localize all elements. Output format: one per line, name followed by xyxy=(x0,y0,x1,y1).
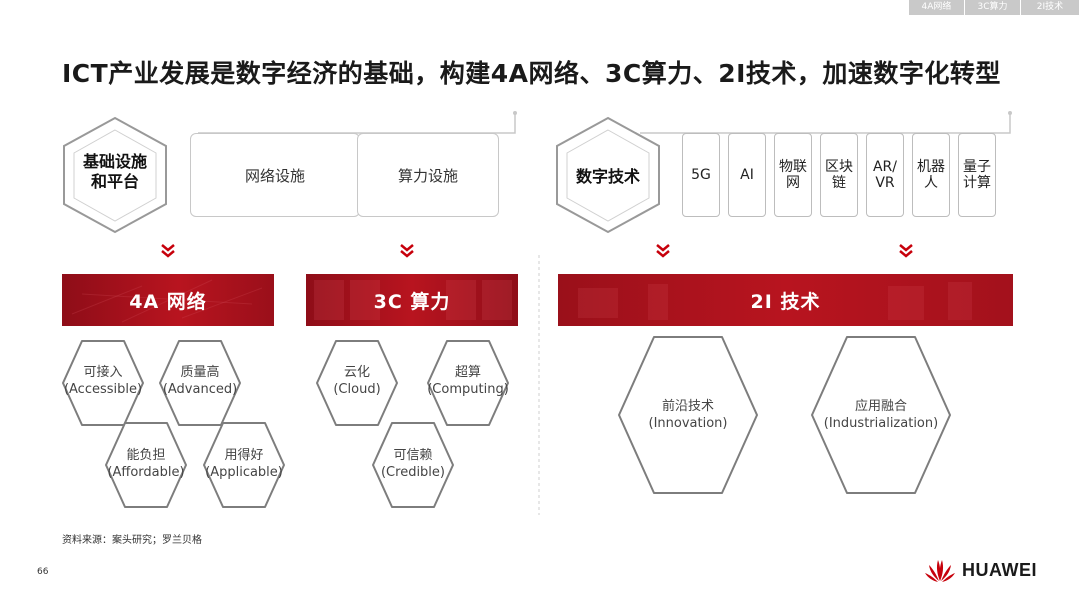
section-tabs: 4A网络 3C算力 2I技术 xyxy=(908,0,1079,16)
tech-box-line2: 人 xyxy=(924,175,938,191)
hex-industrialization xyxy=(811,336,951,494)
tech-box-line1: 机器 xyxy=(917,159,945,175)
tech-box-robot: 机器人 xyxy=(912,133,950,217)
compute-facility-label: 算力设施 xyxy=(397,166,458,185)
hex-en: (Credible) xyxy=(380,465,445,480)
band-label: 3C 算力 xyxy=(373,290,451,313)
hex-innovation xyxy=(618,336,758,494)
hex-computing xyxy=(427,340,509,426)
badge-line-1: 基础设施 xyxy=(82,152,147,171)
brand-name: HUAWEI xyxy=(962,559,1037,580)
chevron-down-icon xyxy=(400,244,414,258)
chevron-down-icon xyxy=(656,244,670,258)
hex-credible xyxy=(372,422,454,508)
hex-accessible-label: 可接入 (Accessible) xyxy=(60,364,146,398)
hex-affordable-label: 能负担 (Affordable) xyxy=(103,447,189,481)
hex-innovation-label: 前沿技术 (Innovation) xyxy=(616,398,760,432)
hex-affordable xyxy=(105,422,187,508)
hex-en: (Industrialization) xyxy=(823,416,939,431)
digital-tech-badge-label: 数字技术 xyxy=(575,167,640,186)
hex-cn: 可接入 xyxy=(83,365,123,380)
chevron-down-icon xyxy=(161,244,175,258)
hex-applicable xyxy=(203,422,285,508)
tech-box-line1: AR/ xyxy=(872,159,898,175)
tech-box-line1: 量子 xyxy=(963,159,991,175)
tech-box-5g: 5G xyxy=(682,133,720,217)
hex-advanced-label: 质量高 (Advanced) xyxy=(157,364,243,398)
hex-cn: 超算 xyxy=(454,365,481,380)
page-number: 66 xyxy=(37,567,49,577)
network-facility-label: 网络设施 xyxy=(244,166,305,185)
hex-en: (Accessible) xyxy=(63,382,143,397)
tech-box-line1: 区块 xyxy=(825,159,853,175)
band-texture xyxy=(71,279,263,323)
hex-computing-label: 超算 (Computing) xyxy=(425,364,511,398)
hex-credible-label: 可信赖 (Credible) xyxy=(370,447,456,481)
hex-cn: 用得好 xyxy=(224,448,264,463)
hex-applicable-label: 用得好 (Applicable) xyxy=(201,447,287,481)
tab-4a-network[interactable]: 4A网络 xyxy=(909,0,964,15)
hex-cn: 前沿技术 xyxy=(661,399,714,414)
hex-en: (Cloud) xyxy=(333,382,381,397)
tech-box-line1: 5G xyxy=(691,167,711,183)
tech-box-ai: AI xyxy=(728,133,766,217)
tab-2i-tech[interactable]: 2I技术 xyxy=(1021,0,1079,15)
tech-box-line2: VR xyxy=(875,175,895,191)
hex-cloud-label: 云化 (Cloud) xyxy=(314,364,400,398)
compute-facility-card: 算力设施 xyxy=(357,133,499,217)
band-4a-network: 4A 网络 xyxy=(62,274,274,326)
tech-box-iot: 物联网 xyxy=(774,133,812,217)
infrastructure-hex-badge xyxy=(63,116,167,234)
hex-cloud xyxy=(316,340,398,426)
hex-cn: 能负担 xyxy=(126,448,166,463)
network-facility-card: 网络设施 xyxy=(190,133,360,217)
band-2i-tech: 2I 技术 xyxy=(558,274,1013,326)
huawei-petal-icon xyxy=(925,560,955,582)
hex-cn: 可信赖 xyxy=(393,448,433,463)
tech-box-line1: AI xyxy=(740,167,754,183)
tech-box-line2: 链 xyxy=(832,175,846,191)
hex-cn: 云化 xyxy=(343,365,370,380)
band-texture xyxy=(578,282,972,320)
hex-en: (Innovation) xyxy=(648,416,728,431)
tech-box-quantum: 量子计算 xyxy=(958,133,996,217)
page-title: ICT产业发展是数字经济的基础，构建4A网络、3C算力、2I技术，加速数字化转型 xyxy=(62,59,1001,88)
tech-box-line2: 网 xyxy=(786,175,800,191)
band-label: 4A 网络 xyxy=(129,290,207,313)
tech-box-line2: 计算 xyxy=(963,175,991,191)
hex-cn: 应用融合 xyxy=(854,399,907,414)
hex-en: (Computing) xyxy=(427,382,509,397)
infrastructure-badge-label: 基础设施 和平台 xyxy=(60,152,170,192)
tech-box-blockchain: 区块链 xyxy=(820,133,858,217)
hex-industrialization-label: 应用融合 (Industrialization) xyxy=(809,398,953,432)
hex-en: (Advanced) xyxy=(162,382,238,397)
source-note: 资料来源：案头研究；罗兰贝格 xyxy=(62,535,202,546)
band-texture xyxy=(314,280,512,320)
band-3c-compute: 3C 算力 xyxy=(306,274,518,326)
section-divider xyxy=(538,255,540,515)
badge-line-2: 和平台 xyxy=(90,172,139,191)
tab-3c-compute[interactable]: 3C算力 xyxy=(965,0,1020,15)
hex-cn: 质量高 xyxy=(180,365,220,380)
hex-en: (Applicable) xyxy=(205,465,283,480)
band-label: 2I 技术 xyxy=(750,290,821,313)
tech-box-line1: 物联 xyxy=(779,159,807,175)
hex-en: (Affordable) xyxy=(107,465,185,480)
huawei-logo: HUAWEI xyxy=(924,557,1037,583)
chevron-down-icon xyxy=(899,244,913,258)
tech-box-ar-vr: AR/VR xyxy=(866,133,904,217)
digital-tech-hex-badge xyxy=(556,116,660,234)
